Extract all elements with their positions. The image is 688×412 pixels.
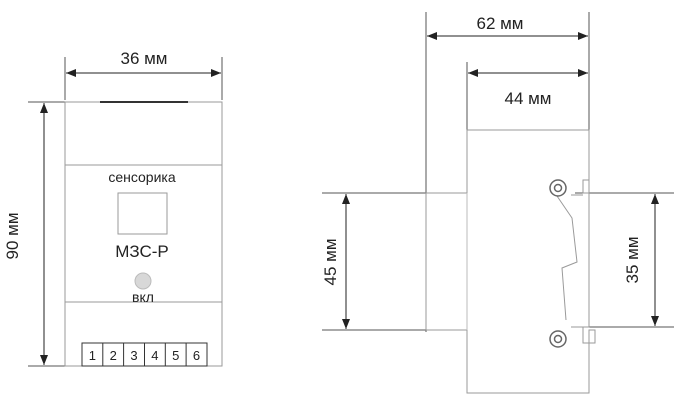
din-clip-spring — [556, 195, 578, 321]
side-view: 62 мм 44 мм 45 мм 35 мм — [321, 12, 674, 394]
height-dimension-label: 90 мм — [3, 212, 22, 259]
rail-dimension-label: 35 мм — [623, 236, 642, 283]
terminal-5: 5 — [172, 348, 179, 363]
brand-label: сенсорика — [108, 169, 176, 185]
terminal-2: 2 — [110, 348, 117, 363]
width-dimension-label: 36 мм — [120, 49, 167, 68]
power-led-icon — [134, 272, 152, 290]
model-label: МЗС-Р — [115, 242, 169, 261]
led-label: вкл — [132, 289, 154, 305]
terminal-6: 6 — [193, 348, 200, 363]
side-housing-outline — [425, 129, 596, 394]
din-clip-bar — [571, 194, 583, 328]
terminal-3: 3 — [130, 348, 137, 363]
sensor-window — [117, 192, 168, 235]
depth-dimension-label: 62 мм — [476, 14, 523, 33]
terminal-4: 4 — [151, 348, 158, 363]
front-view: 36 мм 90 мм сенсорика МЗС-Р вкл 1 2 3 4 … — [3, 49, 223, 367]
terminal-1: 1 — [89, 348, 96, 363]
lower-pin-icon — [549, 330, 567, 348]
body-depth-dimension-label: 44 мм — [504, 89, 551, 108]
terminal-block: 1 2 3 4 5 6 — [81, 342, 208, 367]
height45-dimension-label: 45 мм — [321, 238, 340, 285]
upper-pin-icon — [549, 179, 567, 197]
